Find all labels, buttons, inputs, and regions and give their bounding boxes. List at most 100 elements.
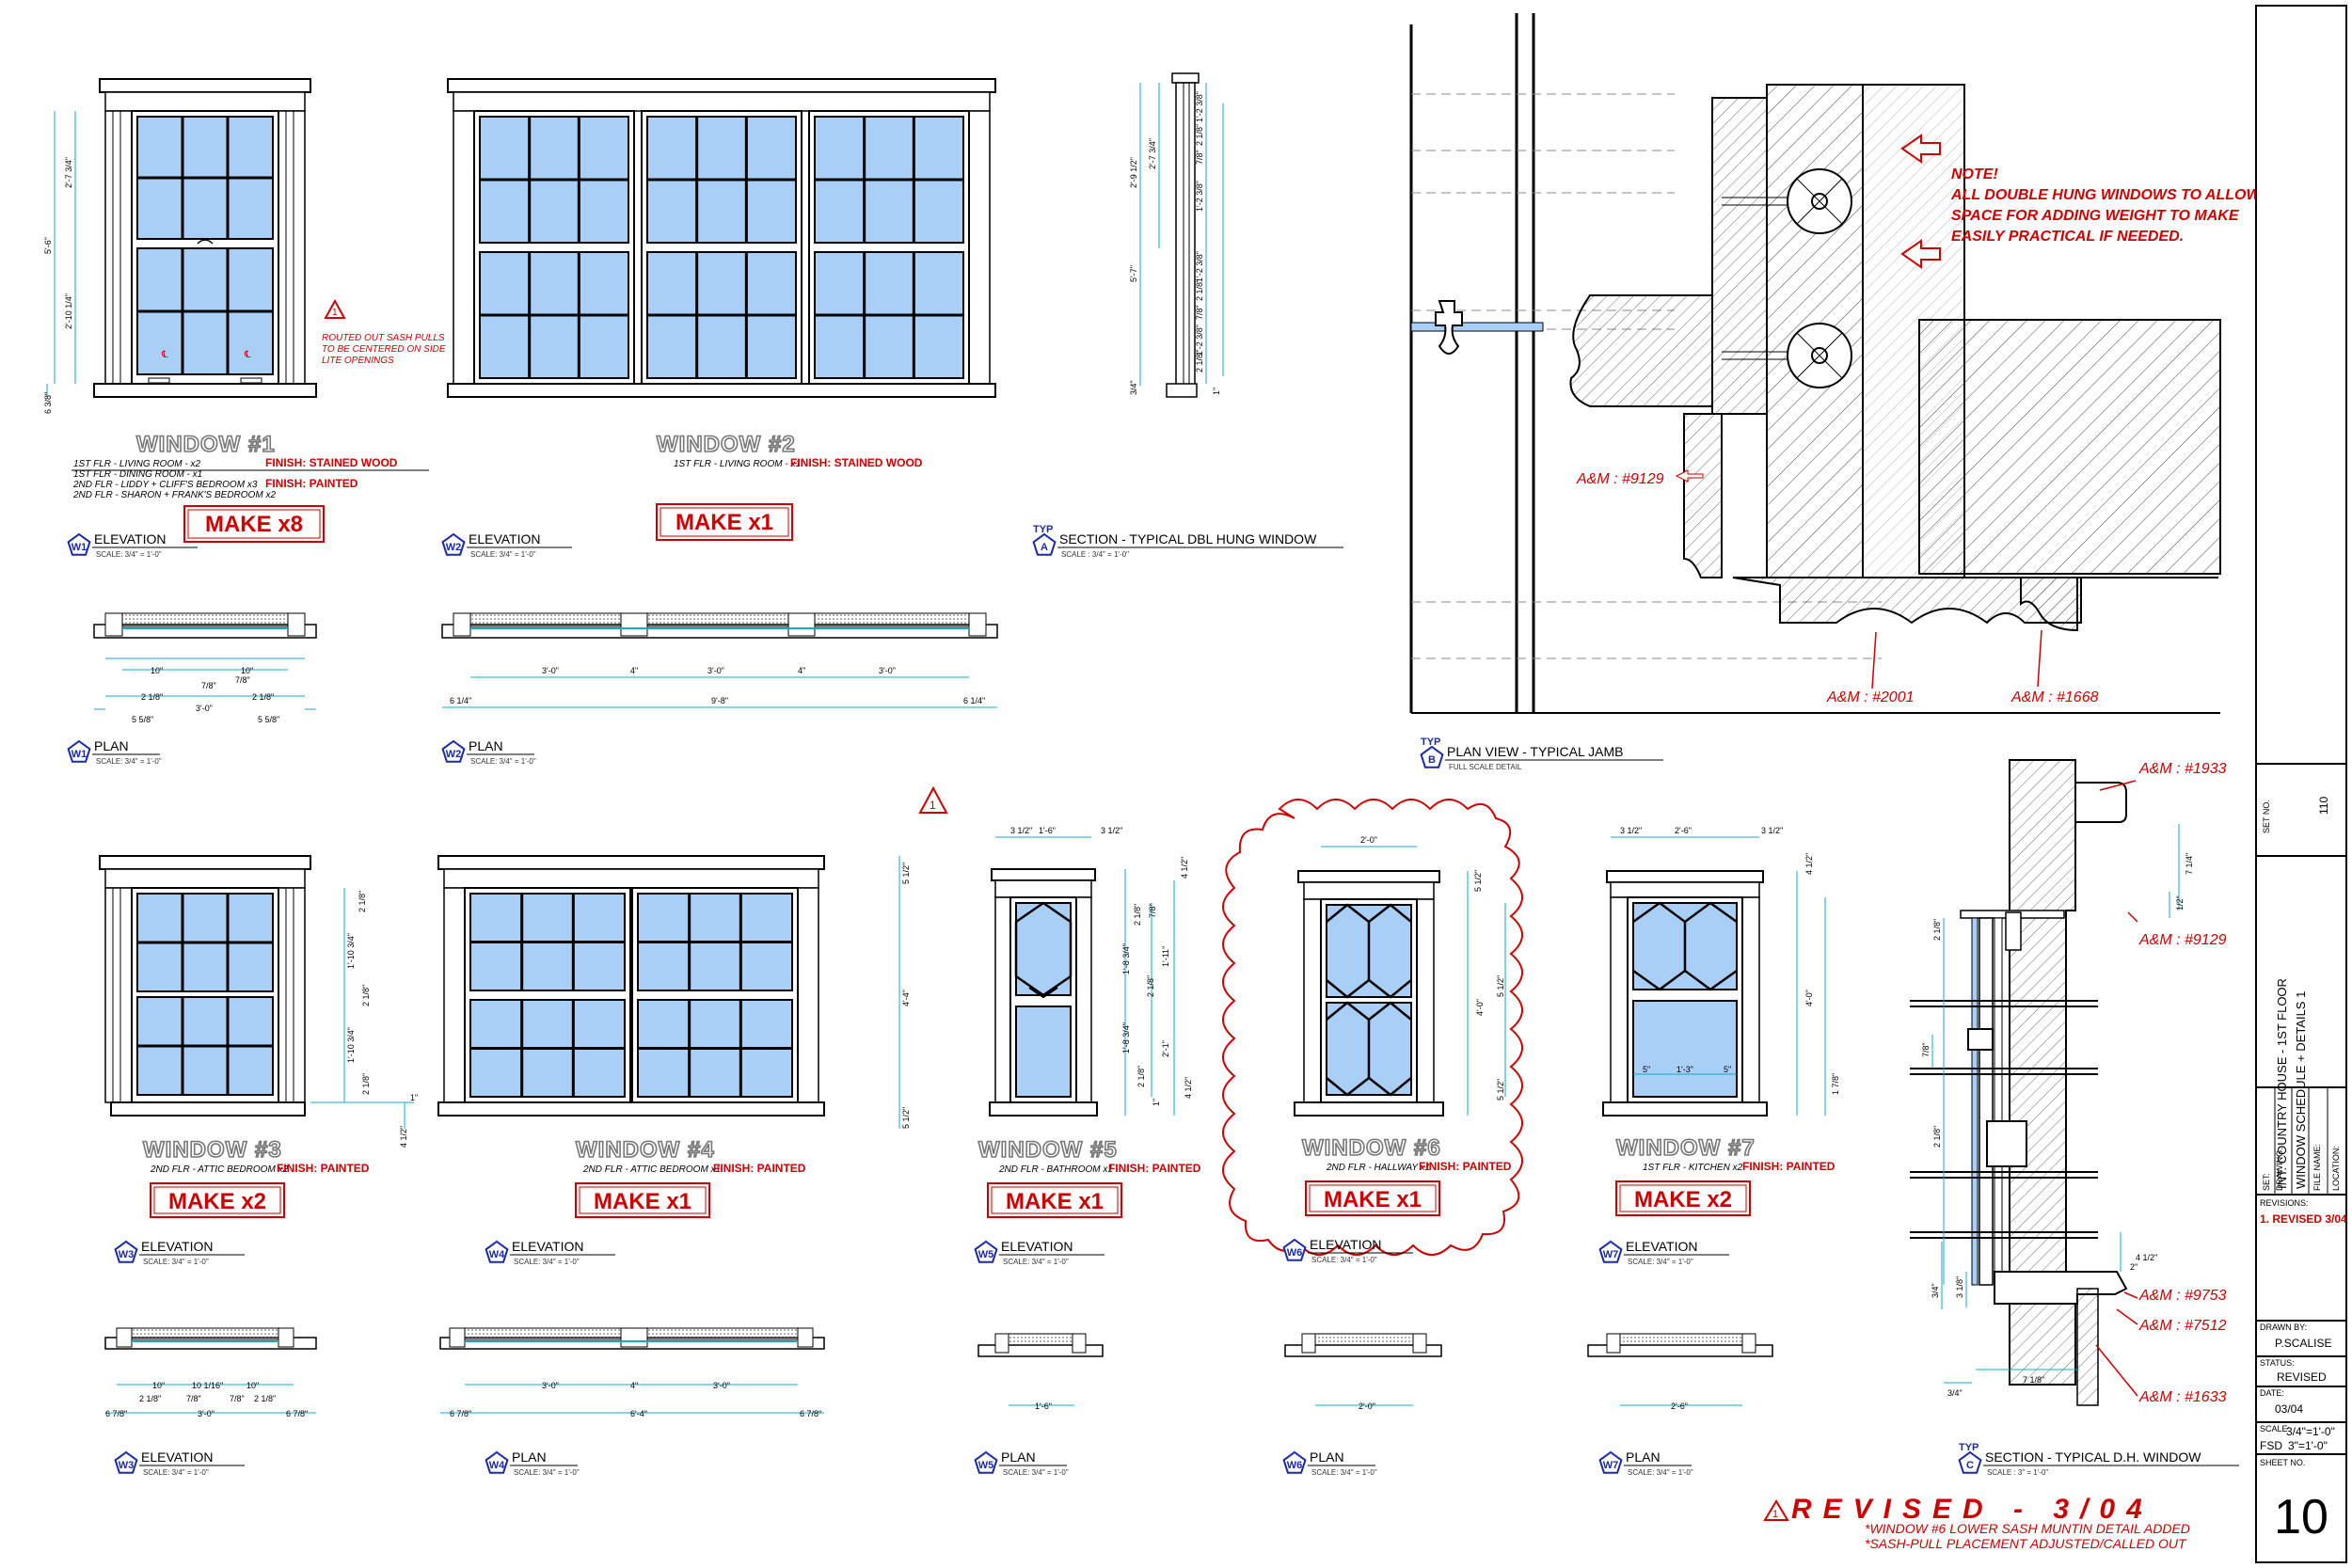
view-tag-icon	[485, 1240, 509, 1263]
tb-scale-b: 3"=1'-0"	[2288, 1439, 2328, 1452]
view-scale: SCALE: 3/4" = 1'-0"	[1628, 1468, 1693, 1477]
w1-location-3: 2ND FLR - LIDDY + CLIFF'S BEDROOM x3	[72, 480, 258, 490]
w5-dim: 3 1/2"	[1101, 826, 1122, 835]
window-6-title: WINDOW #6	[1302, 1135, 1441, 1161]
window-6-dims: 2'-0"5 1/2"5 1/2"4'-0"5 1/2"	[1360, 835, 1505, 1101]
plan-dim: 9'-8"	[711, 696, 728, 705]
view-tag-icon	[974, 1240, 998, 1263]
view-scale: SCALE: 3/4" = 1'-0"	[514, 1468, 580, 1477]
tb-project: INT. COUNTRY HOUSE - 1ST FLOOR	[2275, 978, 2289, 1189]
plan-dim: 3'-0"	[879, 666, 896, 675]
w7-dim: 3 1/2"	[1761, 826, 1783, 835]
w1-location-1: 1ST FLR - LIVING ROOM - x2	[73, 459, 200, 469]
view-tag: W7	[1603, 1249, 1619, 1260]
plan-dim: 2 1/8"	[254, 1394, 276, 1403]
section-a-dim: 2'-9 1/2"	[1129, 157, 1138, 188]
tb-set-no: 110	[2317, 797, 2330, 815]
plan-dim: 3'-0"	[542, 1381, 559, 1390]
view-typ: TYP	[1033, 524, 1053, 535]
tb-date: 03/04	[2275, 1402, 2303, 1416]
am-label-c2: A&M : #9129	[2138, 932, 2227, 948]
jamb-detail	[1409, 13, 2221, 714]
window-1-plan-dims: 10"10"7/8"7/8"2 1/8"2 1/8"3'-0"5 5/8"5 5…	[132, 666, 279, 724]
view-tag: W2	[446, 542, 462, 553]
window-7-title: WINDOW #7	[1616, 1135, 1756, 1161]
section-c-dim: 3 1/8"	[1955, 1276, 1964, 1298]
svg-text:MAKE x8: MAKE x8	[205, 512, 303, 537]
small-plan-dims: 1'-6"2'-0"2'-6"	[1035, 1402, 1688, 1411]
plan-dim: 5 5/8"	[132, 715, 153, 724]
view-typ: TYP	[1421, 736, 1440, 748]
w7-dim: 4 1/2"	[1804, 853, 1814, 875]
section-c-dim: 7 1/4"	[2185, 853, 2194, 875]
w5-finish: FINISH: PAINTED	[1108, 1162, 1201, 1175]
w1-location-2: 1ST FLR - DINING ROOM - x1	[73, 469, 202, 480]
plan-dim: 6 7/8"	[450, 1409, 471, 1418]
view-tag-icon	[67, 739, 91, 763]
view-title: PLAN	[1626, 1449, 1661, 1465]
plan-dim: 1'-6"	[1035, 1402, 1052, 1411]
window-5-title: WINDOW #5	[978, 1137, 1118, 1163]
w4-dim: 4'-4"	[901, 990, 911, 1006]
view-title: ELEVATION	[1001, 1239, 1073, 1254]
plan-dim: 10"	[152, 1381, 165, 1390]
plan-dim: 6 7/8"	[800, 1409, 821, 1418]
window-1-plan	[93, 612, 317, 710]
w6-dim: 4'-0"	[1475, 999, 1485, 1016]
w4-dim: 5 1/2"	[901, 1107, 911, 1129]
w6-dim: 5 1/2"	[1496, 975, 1505, 997]
view-tag: W3	[119, 1249, 135, 1260]
w3-dim: 1'-10 3/4"	[346, 1027, 356, 1063]
window-2-sashes	[473, 110, 970, 385]
section-a-dim: 1'-2 3/8"	[1195, 325, 1204, 356]
view-title: PLAN	[469, 738, 503, 753]
section-c-dim: 7/8"	[1921, 1042, 1931, 1057]
plan-dim: 5 5/8"	[258, 715, 279, 724]
plan-dim: 3'-0"	[707, 666, 724, 675]
window-3-plan-dims: 10"10 1/16"10"2 1/8"7/8"7/8"2 1/8"6 7/8"…	[105, 1381, 308, 1418]
section-a-dim: 1'-2 3/8"	[1195, 91, 1204, 122]
tb-revision-entry: 1. REVISED 3/04	[2260, 1212, 2347, 1226]
section-a-dim: 7/8"	[1195, 150, 1204, 165]
w7-location: 1ST FLR - KITCHEN x2	[1643, 1163, 1743, 1173]
svg-text:MAKE x1: MAKE x1	[594, 1189, 691, 1214]
window-5-plan	[977, 1333, 1104, 1406]
view-tag: W1	[72, 542, 87, 553]
view-tag: W3	[119, 1460, 135, 1471]
svg-text:℄: ℄	[161, 350, 168, 360]
svg-text:1: 1	[930, 799, 936, 812]
w3-location: 2ND FLR - ATTIC BEDROOM x2	[150, 1164, 289, 1175]
view-title: ELEVATION	[94, 531, 167, 546]
svg-text:MAKE x1: MAKE x1	[1006, 1189, 1104, 1214]
view-tag-icon	[1282, 1238, 1307, 1261]
tb-sheet-no: 10	[2274, 1490, 2328, 1544]
svg-text:1: 1	[332, 308, 338, 318]
w5-dim: 2 1/8"	[1136, 1066, 1146, 1087]
plan-dim: 7/8"	[186, 1394, 201, 1403]
view-tag-icon	[1598, 1450, 1623, 1474]
section-c-dim: 4 1/2"	[2136, 1253, 2157, 1262]
view-title: PLAN	[1310, 1449, 1344, 1465]
plan-dim: 10"	[241, 666, 253, 675]
revision-cloud-w6	[1222, 799, 1523, 1256]
plan-dim: 4"	[630, 1381, 638, 1390]
view-title: SECTION - TYPICAL D.H. WINDOW	[1985, 1449, 2201, 1465]
w5-dim: 4 1/2"	[1184, 1077, 1193, 1099]
view-tag: C	[1966, 1460, 1974, 1471]
window-3-plan	[104, 1327, 317, 1414]
jamb-note-2: SPACE FOR ADDING WEIGHT TO MAKE	[1951, 208, 2240, 224]
section-c-dim: 2"	[2130, 1262, 2137, 1272]
view-title: PLAN VIEW - TYPICAL JAMB	[1447, 744, 1624, 759]
view-tag: W5	[978, 1249, 994, 1260]
view-tag: W1	[72, 749, 87, 760]
window-3-elevation	[99, 855, 414, 1129]
view-scale: SCALE: 3/4" = 1'-0"	[143, 1468, 209, 1477]
view-tag-icon	[1958, 1450, 1982, 1474]
